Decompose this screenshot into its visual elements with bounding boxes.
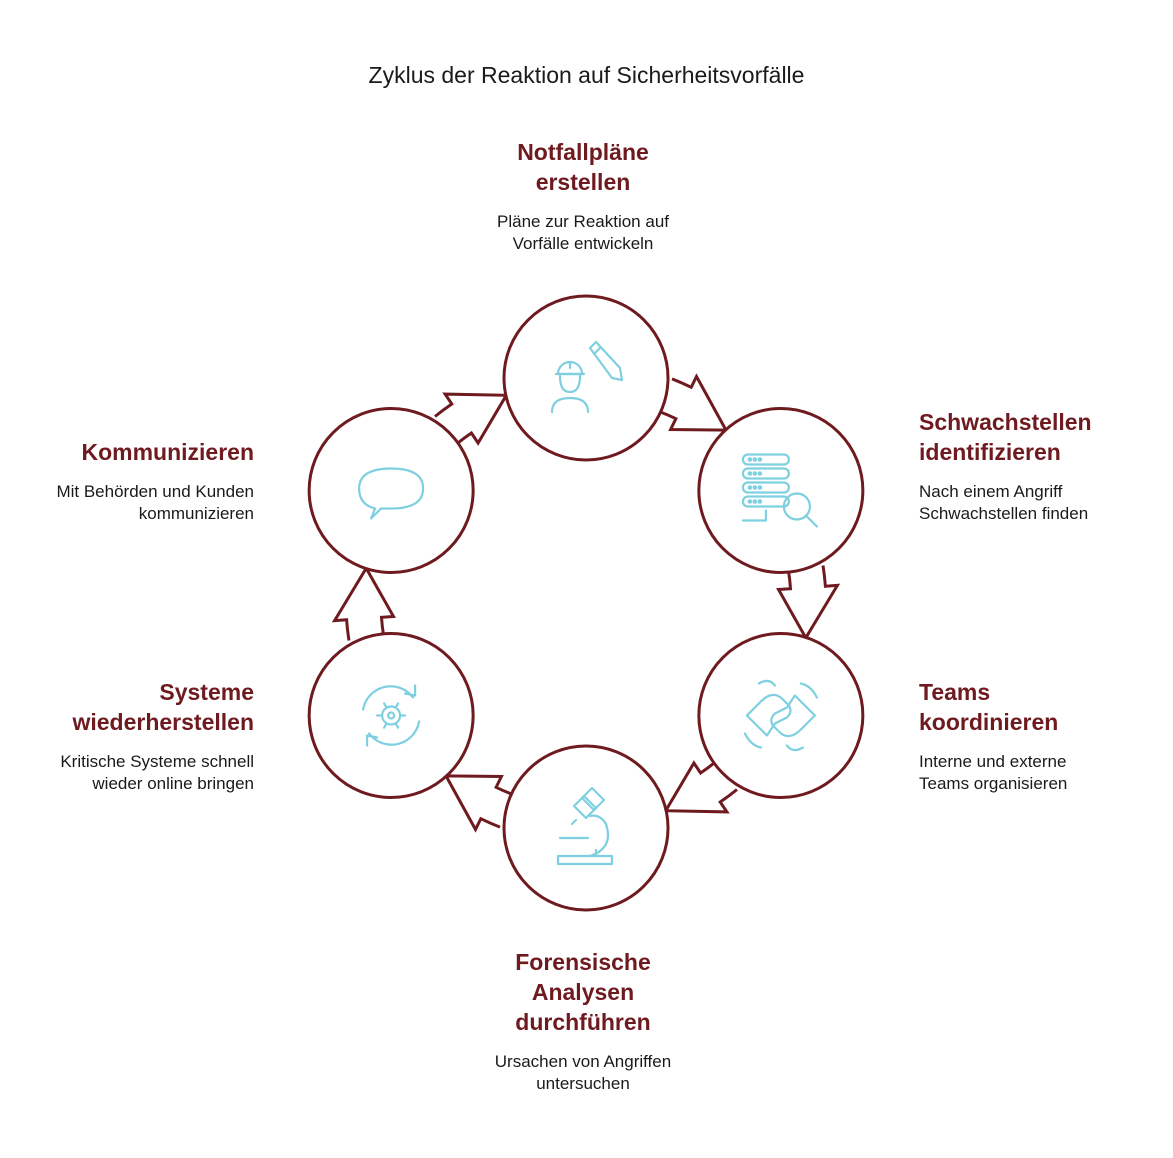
step-desc-line: Interne und externe xyxy=(919,752,1067,771)
step-circle xyxy=(697,407,865,574)
connector-arrow xyxy=(331,565,396,641)
step-title-line: Teams xyxy=(919,679,991,705)
step-title-forensik: Forensische Analysen durchführen xyxy=(433,947,733,1037)
step-circle xyxy=(307,632,475,799)
step-desc-line: Pläne zur Reaktion auf xyxy=(497,212,669,231)
gear-refresh-icon xyxy=(362,684,421,747)
cycle-connectors xyxy=(331,373,841,833)
step-desc-kommunizieren: Mit Behörden und Kunden kommunizieren xyxy=(14,481,254,525)
connector-arrow xyxy=(776,565,841,641)
step-desc-line: kommunizieren xyxy=(138,504,254,523)
step-desc-schwachstellen: Nach einem Angriff Schwachstellen finden xyxy=(919,481,1159,525)
fist-bump-icon xyxy=(743,679,819,752)
step-node-teams xyxy=(697,632,865,799)
connector-arrow xyxy=(658,373,729,432)
step-title-line: Kommunizieren xyxy=(81,439,254,465)
step-title-line: Analysen xyxy=(531,979,635,1005)
step-title-notfallplaene: Notfallpläne erstellen xyxy=(433,137,733,197)
cycle-nodes xyxy=(307,294,865,912)
step-node-notfallplaene xyxy=(502,294,670,462)
step-node-wiederherstellen xyxy=(307,632,475,799)
step-title-line: koordinieren xyxy=(919,709,1059,735)
step-circle xyxy=(502,294,670,462)
step-circle xyxy=(307,407,475,574)
step-title-teams: Teams koordinieren xyxy=(919,677,1159,737)
step-node-forensik xyxy=(502,744,670,912)
step-desc-notfallplaene: Pläne zur Reaktion auf Vorfälle entwicke… xyxy=(433,211,733,255)
step-desc-line: Mit Behörden und Kunden xyxy=(56,482,254,501)
step-desc-forensik: Ursachen von Angriffen untersuchen xyxy=(433,1051,733,1095)
step-title-line: durchführen xyxy=(515,1009,651,1035)
step-title-line: wiederherstellen xyxy=(72,709,254,735)
step-desc-line: Nach einem Angriff xyxy=(919,482,1063,501)
step-node-kommunizieren xyxy=(307,407,475,574)
step-desc-line: Schwachstellen finden xyxy=(919,504,1089,523)
step-desc-line: Vorfälle entwickeln xyxy=(512,234,654,253)
step-circle xyxy=(697,632,865,799)
step-title-wiederherstellen: Systeme wiederherstellen xyxy=(14,677,254,737)
step-desc-line: Kritische Systeme schnell xyxy=(60,752,254,771)
step-title-kommunizieren: Kommunizieren xyxy=(14,437,254,467)
step-title-line: Systeme xyxy=(159,679,254,705)
step-title-line: Forensische xyxy=(515,949,651,975)
connector-arrow xyxy=(443,774,514,833)
engineer-pencil-icon xyxy=(550,340,624,414)
diagram-title: Zyklus der Reaktion auf Sicherheitsvorfä… xyxy=(368,62,805,88)
step-desc-line: Ursachen von Angriffen xyxy=(494,1052,672,1071)
step-desc-line: Teams organisieren xyxy=(919,774,1068,793)
step-title-line: Notfallpläne xyxy=(517,139,649,165)
step-desc-teams: Interne und externe Teams organisieren xyxy=(919,751,1159,795)
step-title-line: erstellen xyxy=(535,169,631,195)
speech-bubble-icon xyxy=(358,467,425,520)
step-title-line: Schwachstellen xyxy=(919,409,1092,435)
step-title-line: identifizieren xyxy=(919,439,1061,465)
step-desc-wiederherstellen: Kritische Systeme schnell wieder online … xyxy=(14,751,254,795)
server-search-icon xyxy=(741,453,819,528)
step-circle xyxy=(502,744,670,912)
step-desc-line: untersuchen xyxy=(536,1074,630,1093)
step-node-schwachstellen xyxy=(697,407,865,574)
step-title-schwachstellen: Schwachstellen identifizieren xyxy=(919,407,1159,467)
step-desc-line: wieder online bringen xyxy=(92,774,254,793)
microscope-icon xyxy=(556,786,614,866)
